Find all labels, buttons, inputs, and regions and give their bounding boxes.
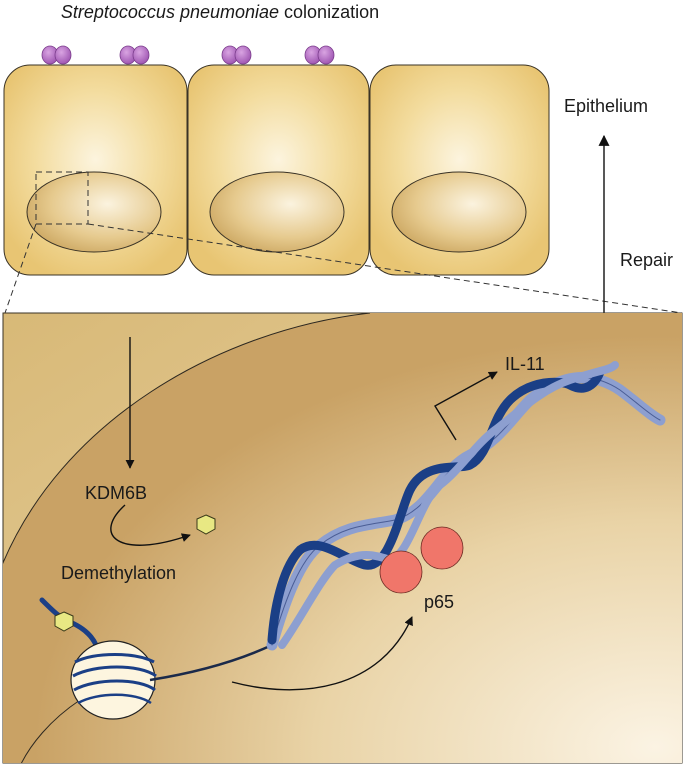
zoom-panel	[2, 312, 683, 764]
zoom-indicator	[4, 171, 683, 314]
bacterium-4	[304, 45, 335, 65]
zoom-region	[35, 171, 89, 225]
bacteria-group	[41, 45, 335, 65]
bacterium-3	[221, 45, 252, 65]
activation-arrow	[231, 616, 413, 691]
label-il11: IL-11	[505, 354, 545, 374]
nucleus-2	[209, 171, 345, 253]
nuclear-membrane	[3, 313, 371, 565]
p65-protein-2	[420, 526, 464, 570]
demethylation-arrow	[110, 504, 191, 546]
epithelial-cells	[3, 64, 550, 276]
dna-helix	[266, 361, 666, 651]
figure-title: Streptococcus pneumoniae colonization	[0, 2, 440, 22]
label-epithelium: Epithelium	[564, 96, 649, 116]
nucleus-3	[391, 171, 527, 253]
nucleus-1	[26, 171, 162, 253]
bacterium-2	[119, 45, 150, 65]
methyl-group-attached	[54, 611, 74, 632]
transcription-arrow	[434, 371, 498, 441]
nucleosome	[39, 597, 273, 720]
p65-protein-1	[379, 550, 423, 594]
bacterium-1	[41, 45, 72, 65]
methyl-group-released	[196, 514, 216, 535]
label-repair: Repair	[620, 250, 674, 270]
label-p65: p65	[424, 592, 455, 612]
title-rest: colonization	[279, 2, 380, 22]
label-demethylation: Demethylation	[61, 563, 177, 583]
label-kdm6b: KDM6B	[85, 483, 148, 503]
title-species: Streptococcus pneumoniae	[60, 2, 280, 22]
